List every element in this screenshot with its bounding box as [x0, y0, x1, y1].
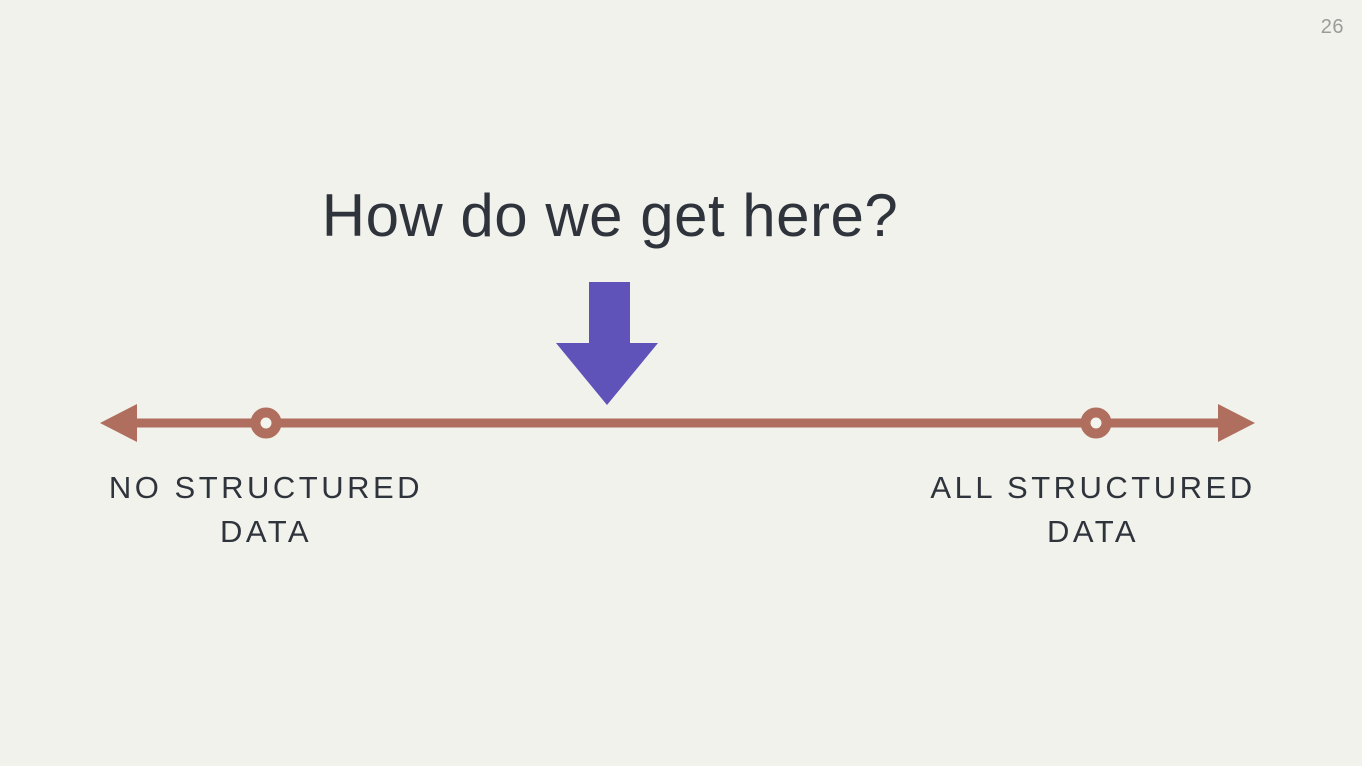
spectrum-axis: [100, 404, 1255, 442]
left-endpoint-label: NO STRUCTURED DATA: [66, 466, 466, 554]
left-ring-marker: [250, 407, 282, 439]
left-arrowhead-icon: [100, 404, 137, 442]
page-number: 26: [1320, 16, 1344, 38]
right-ring-marker: [1080, 407, 1112, 439]
right-endpoint-label: ALL STRUCTURED DATA: [893, 466, 1293, 554]
down-arrow-shape: [556, 282, 658, 405]
left-endpoint-label-line2: DATA: [219, 514, 313, 549]
right-arrowhead-icon: [1218, 404, 1255, 442]
right-endpoint-label-line1: ALL STRUCTURED: [930, 470, 1256, 505]
slide-title: How do we get here?: [321, 182, 899, 249]
down-arrow-icon: [556, 282, 658, 405]
left-endpoint-label-line1: NO STRUCTURED: [108, 470, 424, 505]
right-endpoint-label-line2: DATA: [1046, 514, 1140, 549]
